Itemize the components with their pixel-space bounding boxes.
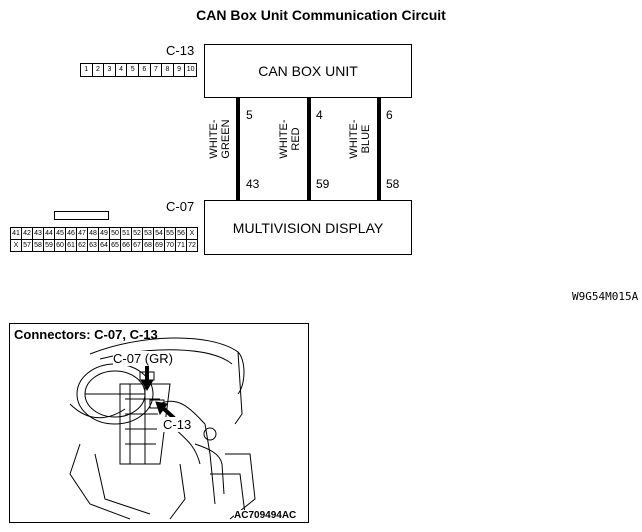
c13-pin-cell: 6 xyxy=(138,63,151,77)
c13-pin-cell: 3 xyxy=(103,63,116,77)
figure-id: W9G54M015A xyxy=(572,290,639,303)
can-box-unit-box: CAN BOX UNIT xyxy=(204,44,412,98)
pin-bottom-2: 59 xyxy=(316,177,330,191)
c07-pin-cell: 67 xyxy=(131,239,143,252)
connector-location-panel: Connectors: C-07, C-13 C-07 (GR) C-13 AC… xyxy=(9,323,309,523)
pin-bottom-3: 58 xyxy=(386,177,400,191)
dashboard-illustration xyxy=(69,337,256,520)
c07-pin-cell: X xyxy=(186,227,198,240)
wire-label-white-red: WHITE- RED xyxy=(278,119,302,159)
pin-top-2: 4 xyxy=(316,108,323,122)
c07-pin-cell: 72 xyxy=(186,239,198,252)
location-panel-title: Connectors: C-07, C-13 xyxy=(14,327,158,342)
connector-c07-code: C-07 xyxy=(166,199,195,214)
can-box-unit-label: CAN BOX UNIT xyxy=(258,63,358,79)
wire-label-white-green: WHITE- GREEN xyxy=(208,119,232,159)
wire-label-white-blue: WHITE- BLUE xyxy=(348,119,372,159)
c07-pin-cell: 66 xyxy=(120,239,132,252)
c13-pin-cell: 10 xyxy=(184,63,197,77)
pin-bottom-1: 43 xyxy=(246,177,260,191)
callout-c07: C-07 (GR) xyxy=(113,351,173,366)
connector-c13-code: C-13 xyxy=(166,43,195,58)
multivision-display-label: MULTIVISION DISPLAY xyxy=(232,219,384,236)
pin-top-3: 6 xyxy=(386,108,393,122)
diagram-title: CAN Box Unit Communication Circuit xyxy=(196,7,446,23)
pin-top-1: 5 xyxy=(246,108,253,122)
figure-reference: AC709494AC xyxy=(234,510,297,521)
multivision-display-box: MULTIVISION DISPLAY xyxy=(204,200,412,255)
c07-lock-tab xyxy=(54,211,109,220)
callout-c13: C-13 xyxy=(163,417,192,432)
